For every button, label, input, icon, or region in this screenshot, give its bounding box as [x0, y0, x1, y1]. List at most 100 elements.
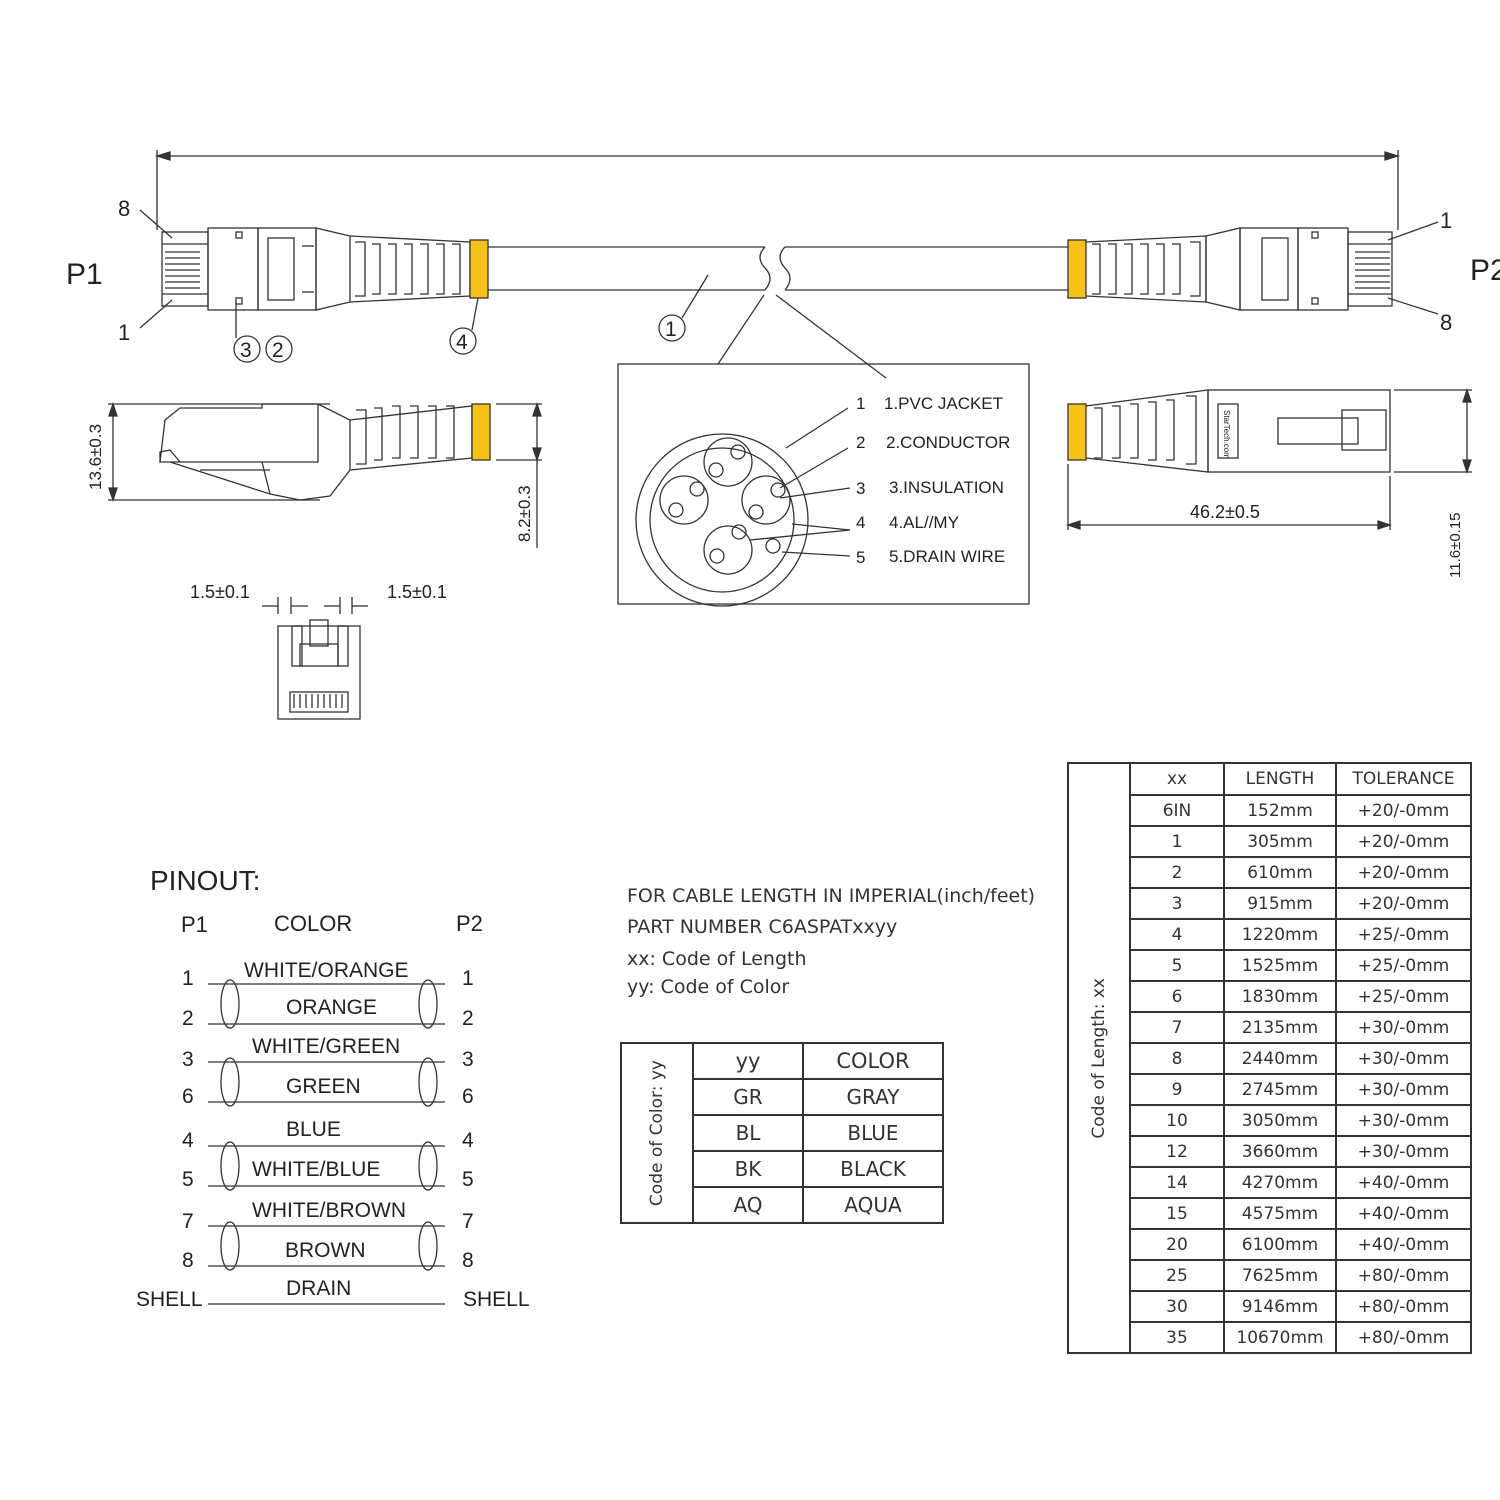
callout-2-text: 2 [272, 339, 284, 362]
pin-p1-row1: 1 [182, 967, 194, 990]
length-mm: 3050mm [1223, 1104, 1337, 1137]
pin-8-right: 8 [1440, 310, 1452, 335]
length-mm: 4575mm [1223, 1197, 1337, 1230]
pin-color-row8: BROWN [285, 1239, 366, 1262]
right-plug-side [1065, 387, 1472, 530]
pin-p1-row2: 2 [182, 1007, 194, 1030]
length-code: 20 [1129, 1228, 1225, 1261]
callout-4-text: 4 [456, 331, 468, 354]
callout-3-text: 3 [240, 339, 252, 362]
pin-p2-shell: SHELL [463, 1288, 530, 1311]
color-table-side-label: Code of Color: yy [647, 1059, 667, 1207]
length-code: 35 [1129, 1321, 1225, 1354]
pin-color-row2: ORANGE [286, 996, 377, 1019]
color-code: BK [692, 1150, 804, 1188]
length-tolerance: +20/-0mm [1335, 887, 1472, 920]
length-code: 4 [1129, 918, 1225, 951]
pin-p1-row7: 7 [182, 1210, 194, 1233]
length-code: 9 [1129, 1073, 1225, 1106]
length-tolerance: +20/-0mm [1335, 794, 1472, 827]
length-tolerance: +40/-0mm [1335, 1166, 1472, 1199]
length-code: 10 [1129, 1104, 1225, 1137]
length-tolerance: +80/-0mm [1335, 1290, 1472, 1323]
pin-color-row5: BLUE [286, 1118, 341, 1141]
length-code: 7 [1129, 1011, 1225, 1044]
xsec-label-3: 3.INSULATION [889, 478, 1004, 497]
length-tolerance: +30/-0mm [1335, 1011, 1472, 1044]
length-tolerance: +25/-0mm [1335, 918, 1472, 951]
length-code-table: Code of Length: xx xx LENGTH TOLERANCE 6… [1067, 762, 1472, 1354]
length-tolerance: +40/-0mm [1335, 1228, 1472, 1261]
note-imperial: FOR CABLE LENGTH IN IMPERIAL(inch/feet) [627, 885, 1036, 907]
length-mm: 305mm [1223, 825, 1337, 858]
pin-p1-shell: SHELL [136, 1288, 203, 1311]
xsec-label-2: 2.CONDUCTOR [886, 433, 1010, 452]
length-code: 14 [1129, 1166, 1225, 1199]
pin-p2-row7: 7 [462, 1210, 474, 1233]
color-name: BLUE [802, 1114, 944, 1152]
length-code: 12 [1129, 1135, 1225, 1168]
color-name: GRAY [802, 1078, 944, 1116]
length-mm: 4270mm [1223, 1166, 1337, 1199]
length-code: 8 [1129, 1042, 1225, 1075]
color-code: AQ [692, 1186, 804, 1224]
length-mm: 1525mm [1223, 949, 1337, 982]
dim-height-right: 11.6±0.15 [1447, 512, 1464, 578]
xsec-num-4: 4 [856, 513, 865, 532]
length-tolerance: +80/-0mm [1335, 1259, 1472, 1292]
pin-1-left: 1 [118, 320, 130, 345]
callout-4 [449, 327, 477, 355]
dim-length: 46.2±0.5 [1190, 502, 1260, 522]
pin-p2-row6: 5 [462, 1168, 474, 1191]
length-mm: 7625mm [1223, 1259, 1337, 1292]
length-mm: 2135mm [1223, 1011, 1337, 1044]
length-mm: 915mm [1223, 887, 1337, 920]
length-mm: 1220mm [1223, 918, 1337, 951]
left-boot-accent [469, 239, 489, 299]
length-tolerance: +30/-0mm [1335, 1104, 1472, 1137]
length-code: 30 [1129, 1290, 1225, 1323]
note-xx: xx: Code of Length [627, 948, 807, 970]
length-table-side-cell: Code of Length: xx [1067, 762, 1131, 1354]
length-mm: 6100mm [1223, 1228, 1337, 1261]
color-table-side-cell: Code of Color: yy [620, 1042, 694, 1224]
pinout-lines [208, 979, 445, 1305]
length-code: 1 [1129, 825, 1225, 858]
length-code: 6IN [1129, 794, 1225, 827]
length-tolerance: +20/-0mm [1335, 825, 1472, 858]
callout-1 [658, 314, 686, 342]
pin-p1-row5: 4 [182, 1129, 194, 1152]
xsec-label-5: 5.DRAIN WIRE [889, 547, 1005, 566]
length-table-header-xx: xx [1129, 762, 1225, 796]
brand-mark: StarTech.com [1222, 410, 1231, 459]
p1-label: P1 [66, 258, 103, 291]
callout-1-text: 1 [665, 318, 677, 341]
callout-3 [233, 335, 261, 363]
note-part-number: PART NUMBER C6ASPATxxyy [627, 916, 898, 938]
left-plug-top [161, 227, 489, 311]
right-plug-top [1067, 227, 1393, 311]
length-mm: 9146mm [1223, 1290, 1337, 1323]
dim-height-side: 13.6±0.3 [86, 424, 105, 490]
pin-color-row1: WHITE/ORANGE [244, 959, 409, 982]
dim-latch-left: 1.5±0.1 [190, 582, 250, 602]
dim-latch-right: 1.5±0.1 [387, 582, 447, 602]
xsec-label-1: 1.PVC JACKET [884, 394, 1003, 413]
xsec-num-5: 5 [856, 548, 865, 567]
length-tolerance: +30/-0mm [1335, 1073, 1472, 1106]
note-yy: yy: Code of Color [627, 976, 790, 998]
dim-boot-height: 8.2±0.3 [515, 485, 534, 542]
pin-color-row7: WHITE/BROWN [252, 1199, 406, 1222]
xsec-num-3: 3 [856, 479, 865, 498]
color-table-header-color: COLOR [802, 1042, 944, 1080]
xsec-label-4: 4.AL//MY [889, 513, 959, 532]
length-table-header-length: LENGTH [1223, 762, 1337, 796]
right-boot-accent [1067, 239, 1087, 299]
pin-p2-row4: 6 [462, 1085, 474, 1108]
length-code: 6 [1129, 980, 1225, 1013]
xsec-num-1: 1 [856, 394, 865, 413]
length-tolerance: +40/-0mm [1335, 1197, 1472, 1230]
pin-8-left: 8 [118, 196, 130, 221]
pin-color-row3: WHITE/GREEN [252, 1035, 400, 1058]
length-tolerance: +30/-0mm [1335, 1042, 1472, 1075]
